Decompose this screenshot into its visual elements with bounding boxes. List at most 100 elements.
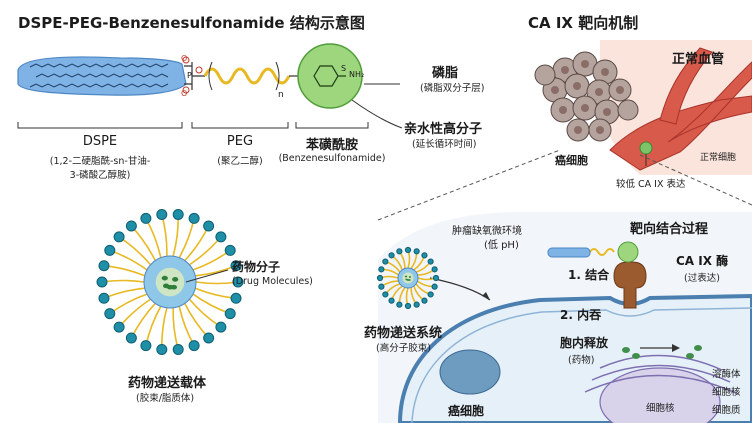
peg-arm — [160, 307, 168, 350]
ligand-head — [188, 212, 200, 224]
dspe-sub-2: 3-磷酸乙醇胺) — [69, 170, 131, 181]
peg-tether — [589, 248, 615, 256]
tumor-cancer-cell-label: 癌细胞 — [555, 154, 588, 167]
overexpress-label: (过表达) — [684, 273, 720, 284]
sulfur-label: S — [341, 64, 347, 73]
peg-arm — [194, 287, 237, 300]
micelle-carrier — [96, 208, 244, 356]
ligand-head — [140, 340, 152, 352]
dspe-bracket — [17, 122, 183, 129]
peg-arm — [118, 298, 151, 328]
ligand-head — [230, 260, 242, 272]
drug-molecule — [161, 275, 168, 281]
oxygen-label-1: O — [181, 54, 188, 63]
drug-molecule — [162, 283, 170, 289]
ligand-head — [215, 231, 227, 243]
targeting-label: 靶向结合过程 — [630, 222, 709, 237]
oxygen-atom-2 — [182, 86, 190, 94]
ligand-head — [156, 208, 168, 220]
low-caix-label: 较低 CA IX 表达 — [616, 179, 686, 190]
ligand-head — [215, 321, 227, 333]
dspe-chain-2 — [35, 73, 169, 78]
low-caix-cell — [639, 141, 653, 155]
zoom-line-left — [377, 149, 561, 221]
cytoplasm-label: 细胞质 — [712, 405, 741, 416]
normal-cell-label: 正常细胞 — [700, 153, 737, 163]
hydrophilic-sub: (延长循环时间) — [412, 139, 477, 150]
drug-molecule — [170, 284, 178, 290]
hypoxia-label: 肿瘤缺氧微环境 — [452, 226, 522, 237]
peg-arm — [130, 302, 156, 339]
peg-arm — [109, 293, 148, 315]
caix-enzyme-label: CA IX 酶 — [676, 254, 729, 268]
peg-label: PEG — [226, 134, 254, 149]
ligand-head — [140, 212, 152, 224]
phospholipid-sub: (磷脂双分子层) — [420, 83, 485, 94]
tumor-nuclei — [551, 60, 624, 134]
benzenesulfonamide-sphere — [297, 43, 363, 109]
ligand-head — [232, 276, 244, 288]
release-arrowhead — [672, 344, 680, 352]
peg-bracket — [191, 122, 289, 129]
nucleus-label: 细胞核 — [712, 387, 741, 398]
ligand-head — [172, 208, 184, 220]
lysosome-label: 溶酶体 — [712, 369, 741, 380]
dspe-label: DSPE — [82, 134, 118, 149]
released-drugs — [622, 345, 702, 359]
system-sub: (高分子胶束) — [376, 343, 431, 354]
step2-label: 2. 内吞 — [560, 308, 602, 322]
peg-arm — [178, 306, 195, 346]
peg-arm — [103, 264, 146, 277]
nucleus — [599, 367, 721, 423]
dspe-chain-1 — [29, 63, 169, 68]
carrier-sub: (胶束/脂质体) — [136, 393, 195, 404]
delivery-arrowhead — [482, 292, 490, 300]
release-label: 胞内释放 — [560, 336, 609, 350]
hydrophilic-label: 亲水性高分子 — [404, 122, 483, 137]
peg-bracket-left — [208, 61, 213, 91]
ligand-head — [172, 344, 184, 356]
ligand-head — [125, 332, 137, 344]
dspe-sub-1: (1,2-二硬脂酰-sn-甘油- — [49, 156, 151, 167]
ligand-head — [113, 231, 125, 243]
peg-arm — [145, 218, 162, 258]
dspe-lipid-tail — [17, 56, 187, 96]
ligand-head — [224, 244, 236, 256]
peg-arm — [184, 225, 210, 262]
ligand-head — [156, 344, 168, 356]
hydrophilic-leader — [351, 99, 403, 129]
caix-enzyme — [613, 261, 647, 309]
cancer-cell-nucleus-blob — [439, 349, 501, 395]
carrier-label: 药物递送载体 — [128, 376, 207, 391]
peg-arm — [172, 214, 180, 257]
peg-arm — [188, 298, 222, 328]
bsa-bracket — [295, 122, 369, 129]
drug-en-label: (Drug Molecules) — [232, 276, 313, 287]
step1-label: 1. 结合 — [568, 268, 610, 282]
phosphorus-label: P — [187, 71, 192, 80]
peg-chain — [203, 67, 291, 85]
ligand-head — [203, 220, 215, 232]
drug-leader — [185, 269, 229, 283]
dspe-chain-3 — [29, 83, 169, 88]
right-title: CA IX 靶向机制 — [528, 14, 639, 32]
ligand-head — [125, 220, 137, 232]
ligand-head — [104, 308, 116, 320]
peg-arm — [189, 236, 222, 266]
er-line-2 — [584, 374, 739, 395]
low-ph-label: (低 pH) — [484, 240, 519, 251]
peg-sub: (聚乙二醇) — [217, 156, 263, 167]
peg-bracket-right — [275, 61, 280, 91]
ligand-head — [203, 332, 215, 344]
phospholipid-label: 磷脂 — [432, 66, 459, 81]
ligand-head — [96, 276, 108, 288]
nucleus-inner-label: 细胞核 — [646, 403, 675, 414]
peg-arm — [118, 236, 152, 266]
targeting-ligand — [617, 241, 639, 263]
release-sub: (药物) — [568, 355, 595, 366]
oxygen-label-2: O — [181, 89, 188, 98]
cancer-cell-membrane-inner — [411, 307, 752, 423]
drug-label: 药物分子 — [232, 260, 281, 274]
bsa-sub: (Benzenesulfonamide) — [278, 153, 386, 164]
